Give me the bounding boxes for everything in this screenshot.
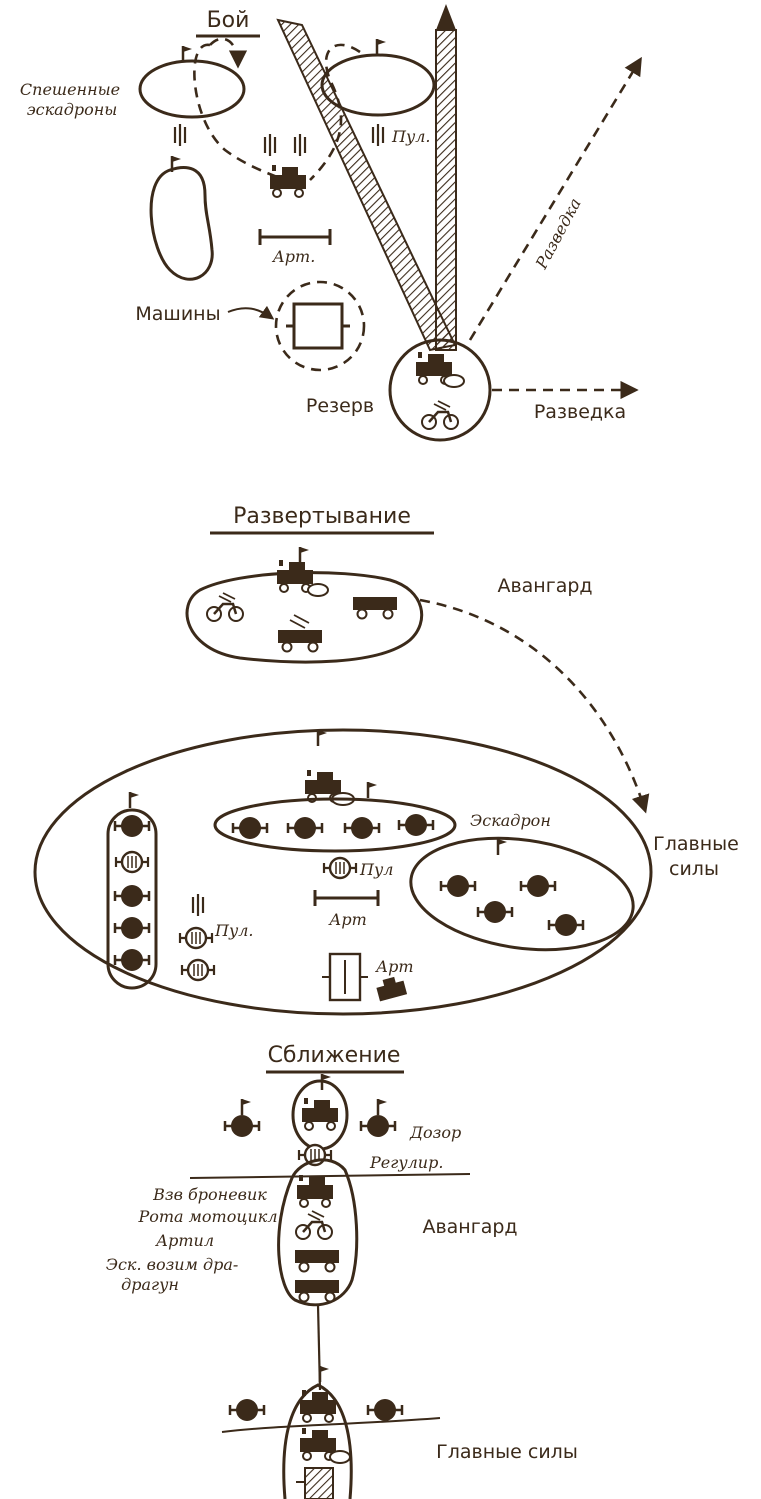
attack-arrowhead xyxy=(436,4,456,30)
label-squadron: Эскадрон xyxy=(470,811,551,830)
label-machines: Машины xyxy=(135,303,220,325)
cavalry-unit-icon xyxy=(115,885,149,907)
label-mg-center: Пул xyxy=(359,860,393,879)
battle-section: Бой Спешенные эскадроны Пул. Арт. Машины xyxy=(20,4,640,440)
flag-icon xyxy=(242,1099,251,1115)
machines-box xyxy=(294,304,342,348)
label-main-forces-approach: Главные силы xyxy=(436,1441,578,1463)
label-main-forces-1: Главные xyxy=(653,833,739,855)
dragoon-truck-icon xyxy=(295,1280,339,1302)
squadron-ellipse-left xyxy=(140,61,244,117)
flag-icon xyxy=(377,39,386,55)
label-dismounted-1: Спешенные xyxy=(20,80,120,99)
flag-icon xyxy=(300,547,309,563)
label-art-bottom: Арт xyxy=(375,957,414,976)
mg-icon xyxy=(265,134,275,156)
label-mg: Пул. xyxy=(391,127,431,146)
cavalry-unit-icon xyxy=(549,914,583,936)
flag-icon xyxy=(320,1366,329,1382)
deployment-title: Развертывание xyxy=(233,504,411,529)
mg-unit-icon xyxy=(324,858,356,878)
cavalry-unit-icon xyxy=(230,1399,264,1421)
cavalry-unit-icon xyxy=(399,814,433,836)
label-recon-horizontal: Разведка xyxy=(534,401,626,423)
flag-icon xyxy=(368,782,377,798)
mg-unit-icon xyxy=(116,852,148,872)
label-dismounted-2: эскадроны xyxy=(27,100,118,119)
maneuver-arrowhead-left xyxy=(210,39,238,65)
cavalry-unit-icon xyxy=(345,817,379,839)
label-unit-5: драгун xyxy=(121,1275,179,1294)
truck-icon xyxy=(353,597,397,619)
flag-icon xyxy=(498,839,507,855)
motorcycle-icon xyxy=(422,401,458,429)
label-art: Арт. xyxy=(272,247,316,266)
armored-car-icon xyxy=(277,560,313,592)
cavalry-unit-icon xyxy=(288,817,322,839)
label-unit-2: Рота мотоцикл xyxy=(137,1207,277,1226)
armored-car-icon xyxy=(375,975,407,1002)
flag-icon xyxy=(130,792,139,808)
cavalry-unit-icon xyxy=(368,1399,402,1421)
motorcycle-icon xyxy=(296,1211,332,1239)
patrol-unit-icon xyxy=(361,1115,395,1137)
label-reserve: Резерв xyxy=(306,395,374,417)
cavalry-unit-icon xyxy=(441,875,475,897)
hatched-attack-band-vertical xyxy=(436,30,456,350)
motorcycle-icon xyxy=(207,593,243,621)
label-main-forces-2: силы xyxy=(669,858,719,880)
recon-diagonal-arrow xyxy=(470,60,640,340)
deployment-arrow xyxy=(420,600,645,810)
battle-title: Бой xyxy=(207,8,250,33)
label-unit-3: Артил xyxy=(155,1231,214,1250)
label-mg-left: Пул. xyxy=(214,921,254,940)
artillery-box xyxy=(305,1468,333,1499)
reserve-blob xyxy=(151,168,212,280)
mg-unit-icon xyxy=(182,960,214,980)
label-recon-diagonal: Разведка xyxy=(531,195,584,273)
armored-car-icon xyxy=(270,165,306,197)
mg-icon xyxy=(193,894,203,916)
label-art-center: Арт xyxy=(328,910,367,929)
artillery-truck-icon xyxy=(278,630,322,652)
armored-car-icon xyxy=(297,1175,333,1207)
artillery-truck-icon xyxy=(295,1250,339,1272)
flag-icon xyxy=(318,730,327,746)
cavalry-unit-icon xyxy=(521,875,555,897)
mg-icon xyxy=(175,124,185,146)
cavalry-unit-icon xyxy=(233,817,267,839)
label-unit-4: Эск. возим дра- xyxy=(106,1255,239,1274)
label-vanguard: Авангард xyxy=(497,575,592,597)
machines-pointer-arrow xyxy=(228,308,272,318)
cavalry-unit-icon xyxy=(115,949,149,971)
label-vanguard-approach: Авангард xyxy=(422,1216,517,1238)
flag-icon xyxy=(378,1099,387,1115)
mg-icon xyxy=(373,124,383,146)
label-unit-1: Взв броневик xyxy=(152,1185,267,1204)
phase-line xyxy=(190,1174,470,1178)
approach-title: Сближение xyxy=(268,1043,401,1068)
reserve-squadron-ellipse xyxy=(404,825,641,963)
cavalry-unit-icon xyxy=(478,901,512,923)
cavalry-unit-icon xyxy=(115,917,149,939)
armored-car-icon xyxy=(302,1098,338,1130)
cavalry-unit-icon xyxy=(115,815,149,837)
label-regulation: Регулир. xyxy=(369,1153,443,1172)
label-patrol: Дозор xyxy=(409,1123,461,1142)
approach-section: Сближение Дозор Регулир. Взв броневик Ро… xyxy=(106,1043,578,1499)
deployment-section: Развертывание Авангард Эскадрон Пул xyxy=(35,504,739,1014)
patrol-unit-icon xyxy=(225,1115,259,1137)
mg-icon xyxy=(295,134,305,156)
mg-unit-icon xyxy=(180,928,212,948)
